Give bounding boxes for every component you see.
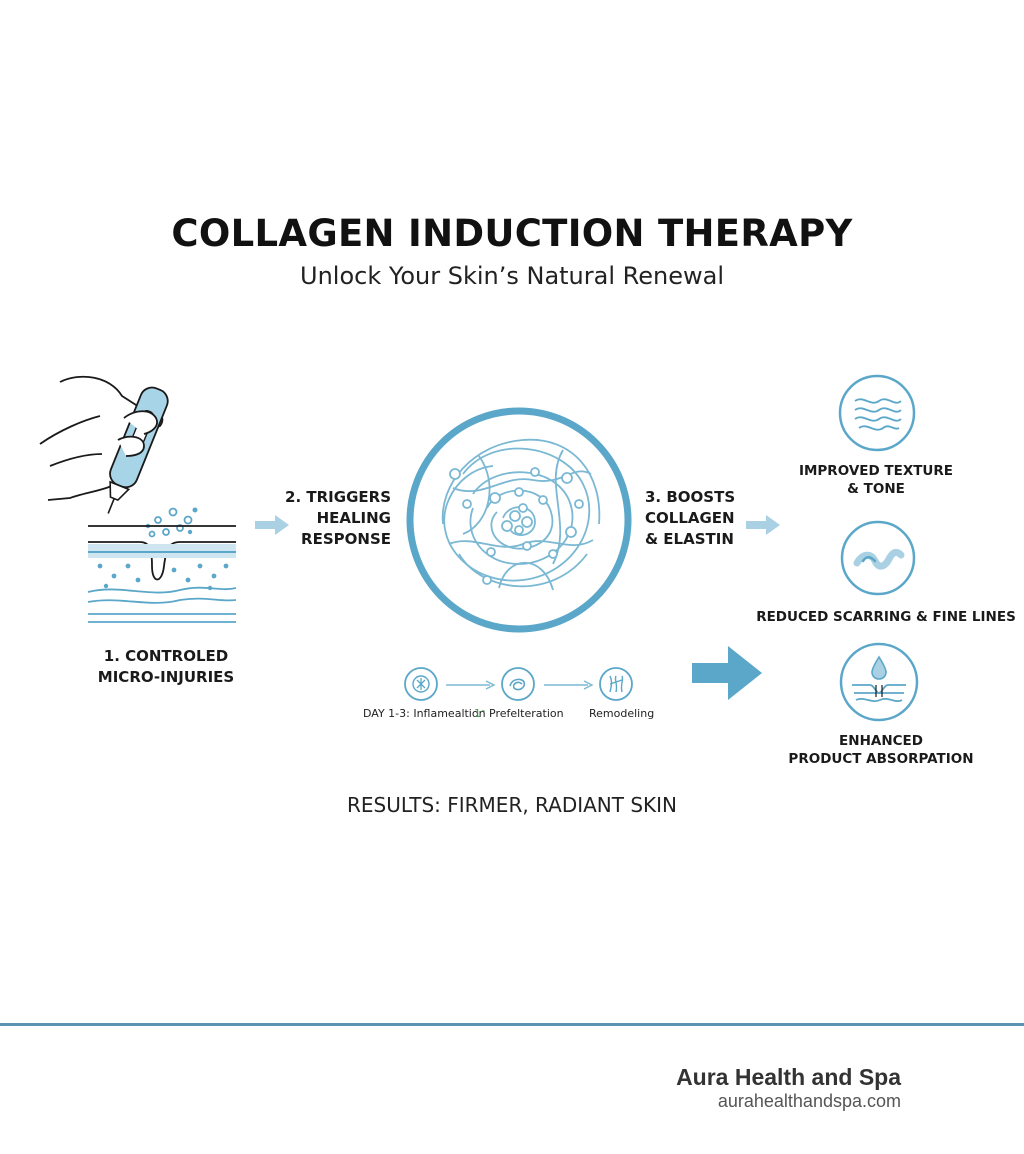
- droplet-skin-icon: [839, 642, 919, 722]
- timeline-remodeling-icon: [599, 667, 633, 701]
- timeline-marker: 1ᵔ: [474, 707, 486, 720]
- arrow-right-icon: [255, 515, 289, 535]
- step-2-label: 2. TRIGGERS HEALING RESPONSE: [285, 488, 391, 548]
- timeline-arrow-icon: [544, 680, 594, 690]
- brand-name: Aura Health and Spa: [676, 1064, 901, 1090]
- timeline-stage-proliferation: Prefelteration: [489, 707, 564, 720]
- benefit-scarring-label: REDUCED SCARRING & FINE LINES: [756, 609, 1016, 625]
- microneedling-illustration: [39, 375, 237, 623]
- brand-url[interactable]: aurahealthandspa.com: [717, 1091, 901, 1111]
- benefit-texture-label: IMPROVED TEXTURE & TONE: [798, 463, 954, 497]
- timeline-inflammation-icon: [404, 667, 438, 701]
- timeline-proliferation-icon: [501, 667, 535, 701]
- page-title: COLLAGEN INDUCTION THERAPY: [171, 212, 853, 255]
- step-3-label: 3. BOOSTS COLLAGEN & ELASTIN: [645, 488, 736, 548]
- arrow-right-icon: [746, 515, 780, 535]
- waves-icon: [838, 374, 916, 452]
- collagen-network-icon: [406, 407, 632, 633]
- benefit-absorption-label: ENHANCED PRODUCT ABSORPATION: [788, 733, 974, 767]
- results-text: RESULTS: FIRMER, RADIANT SKIN: [346, 793, 678, 817]
- smooth-line-icon: [840, 520, 916, 596]
- step-1-label: 1. CONTROLED MICRO-INJURIES: [97, 647, 235, 686]
- timeline-day-label: DAY 1-3: Inflamealtion: [363, 707, 486, 720]
- footer-divider: [0, 1023, 1024, 1026]
- timeline-arrow-icon: [446, 680, 496, 690]
- big-arrow-right-icon: [692, 646, 762, 700]
- page-subtitle: Unlock Your Skin’s Natural Renewal: [300, 262, 724, 290]
- timeline-stage-remodeling: Remodeling: [589, 707, 655, 720]
